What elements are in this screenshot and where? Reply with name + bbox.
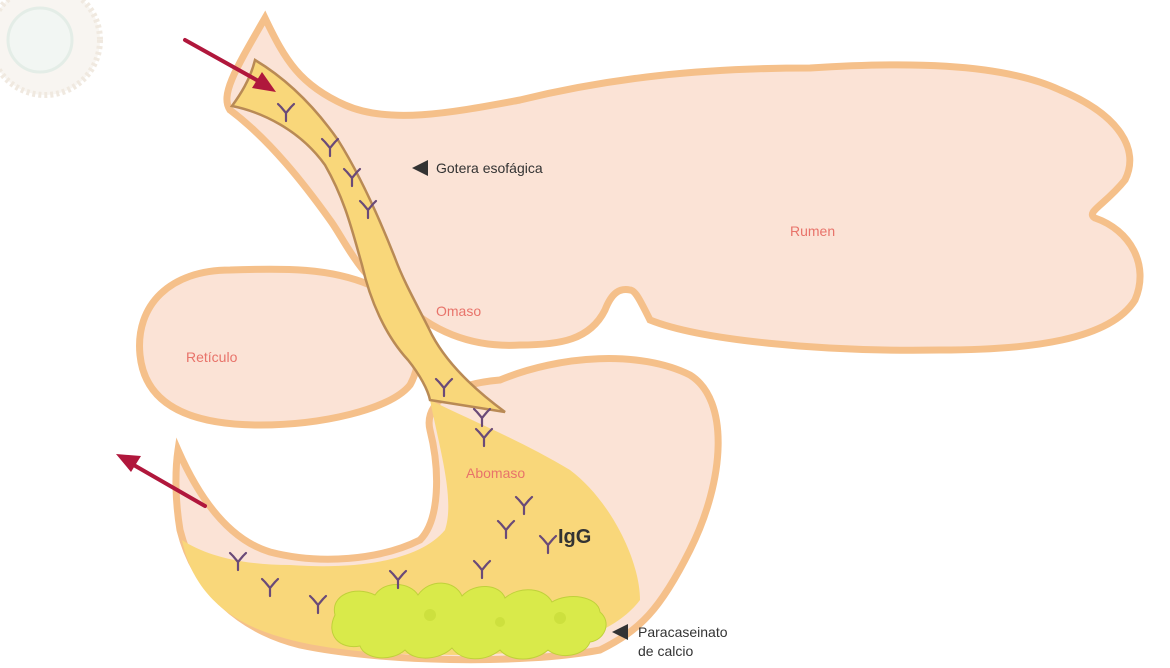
paracaseinato-label-line1: Paracaseinato	[638, 624, 728, 640]
omaso-label: Omaso	[436, 303, 481, 319]
cell-fragment-icon	[0, 0, 100, 95]
gotera-label: Gotera esofágica	[436, 160, 543, 176]
abomaso-label: Abomaso	[466, 465, 525, 481]
igg-label: IgG	[558, 526, 591, 548]
rumen-label: Rumen	[790, 223, 835, 239]
reticulo-label: Retículo	[186, 349, 238, 365]
paracaseinato-label-line2: de calcio	[638, 643, 693, 659]
